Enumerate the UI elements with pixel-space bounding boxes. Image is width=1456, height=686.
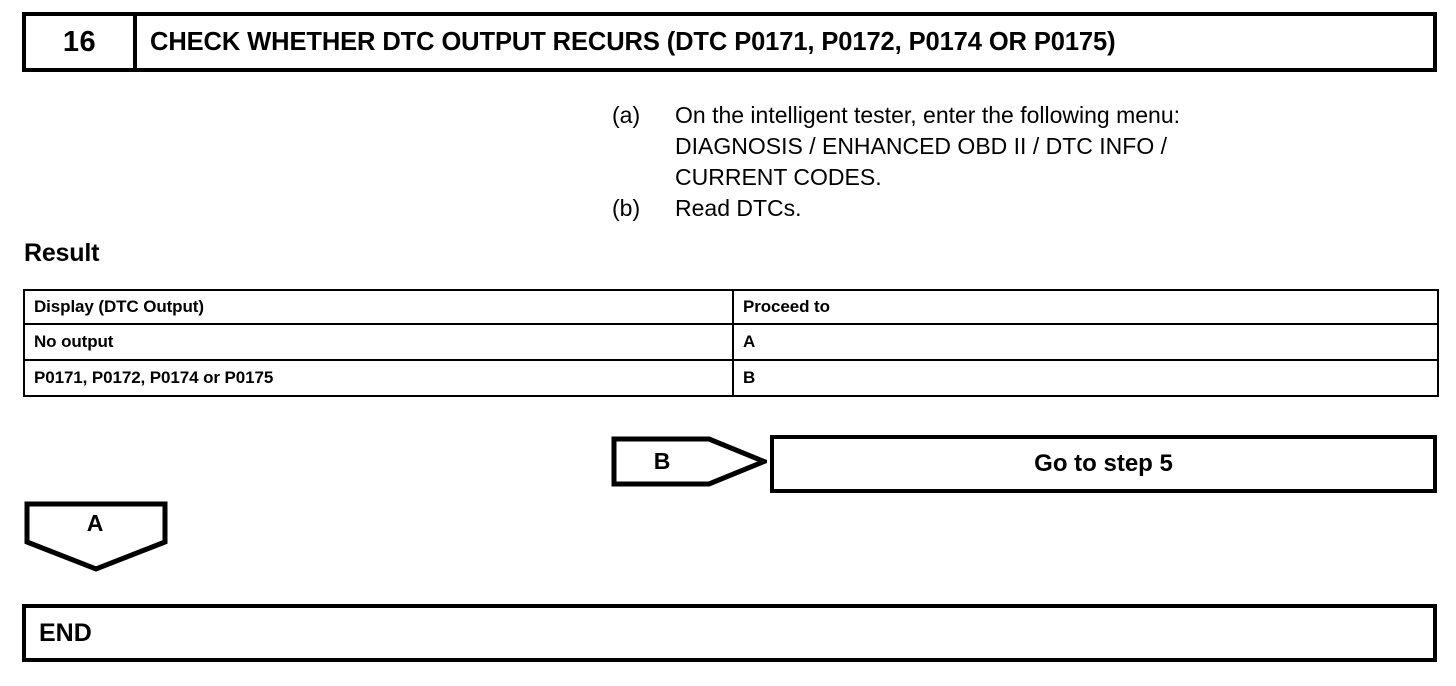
result-table: Display (DTC Output) Proceed to No outpu…	[23, 289, 1439, 397]
instruction-line: CURRENT CODES.	[675, 164, 882, 190]
instruction-marker-b: (b)	[612, 195, 641, 221]
table-row: No output A	[23, 323, 1439, 361]
connector-b-label: B	[653, 448, 671, 474]
instruction-marker-a: (a)	[612, 102, 641, 128]
instruction-text-a: On the intelligent tester, enter the fol…	[675, 100, 1412, 193]
goto-step-box: Go to step 5	[770, 435, 1437, 493]
instruction-item-b: (b) Read DTCs.	[612, 193, 1412, 224]
instruction-line: DIAGNOSIS / ENHANCED OBD II / DTC INFO /	[675, 133, 1167, 159]
end-box: END	[22, 604, 1437, 662]
column-header-display: Display (DTC Output)	[23, 289, 734, 325]
table-row: P0171, P0172, P0174 or P0175 B	[23, 359, 1439, 397]
result-label: Result	[24, 239, 100, 267]
step-number: 16	[26, 16, 137, 68]
instruction-item-a: (a) On the intelligent tester, enter the…	[612, 100, 1412, 193]
instruction-line: Read DTCs.	[675, 195, 802, 221]
cell-display: No output	[23, 323, 734, 361]
arrow-down-pentagon-icon	[24, 501, 168, 572]
cell-proceed: B	[732, 359, 1439, 397]
cell-proceed: A	[732, 323, 1439, 361]
connector-a-arrow: A	[24, 501, 170, 573]
instruction-text-b: Read DTCs.	[675, 193, 1412, 224]
connector-b-arrow: B	[611, 436, 767, 487]
step-header-box: 16 CHECK WHETHER DTC OUTPUT RECURS (DTC …	[22, 12, 1437, 72]
instruction-line: On the intelligent tester, enter the fol…	[675, 102, 1181, 128]
instruction-list: (a) On the intelligent tester, enter the…	[612, 100, 1412, 224]
cell-display: P0171, P0172, P0174 or P0175	[23, 359, 734, 397]
arrow-right-pentagon-icon	[611, 436, 767, 487]
step-title: CHECK WHETHER DTC OUTPUT RECURS (DTC P01…	[150, 27, 1116, 56]
connector-a-label: A	[86, 509, 104, 536]
column-header-proceed: Proceed to	[732, 289, 1439, 325]
table-header-row: Display (DTC Output) Proceed to	[23, 289, 1439, 325]
